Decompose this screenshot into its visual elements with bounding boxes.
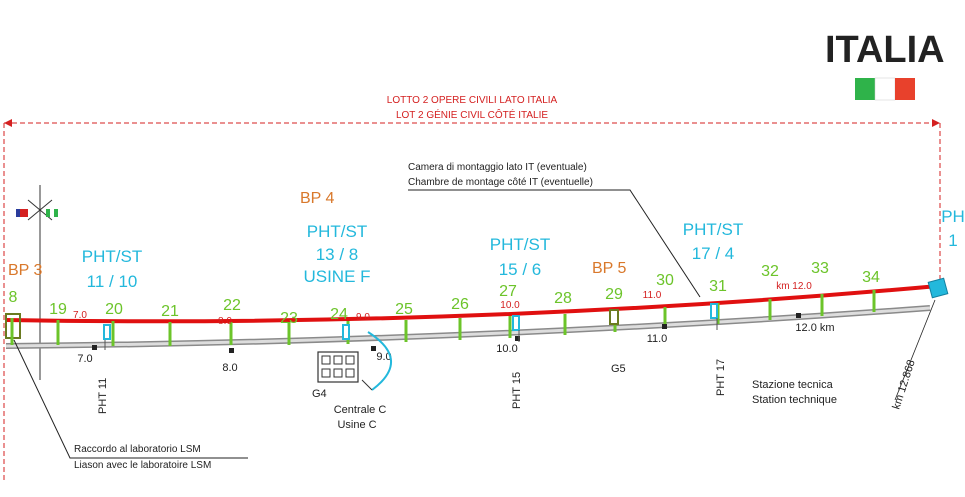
station-label: Station technique [752, 394, 837, 406]
italian-portal [927, 277, 949, 299]
pht-st-title: PHT/ST [82, 247, 142, 266]
portal-km-leader [894, 299, 936, 401]
french-flag-icon [16, 209, 28, 217]
portal-signal [16, 185, 58, 380]
raccordo-leader-line [13, 339, 248, 459]
segment-number: 29 [605, 286, 623, 303]
centrale-room [333, 368, 343, 378]
pht-st-numbers: 17 / 4 [692, 244, 735, 263]
shaft-label: PHT 11 [97, 378, 109, 414]
red-km-label: 8.0 [218, 316, 232, 327]
red-km-label: 10.0 [500, 300, 520, 311]
segment-number: 25 [395, 301, 413, 318]
pht-st-numbers: 1 [948, 231, 957, 250]
centrale-connector [361, 379, 373, 391]
raccordo-label-fr: Liason avec le laboratoire LSM [74, 460, 211, 471]
bp-label: BP 4 [300, 190, 335, 207]
segment-number: 31 [709, 278, 727, 295]
segment-number: 32 [761, 263, 779, 280]
segment-number: 30 [656, 272, 674, 289]
cross-passage [103, 324, 111, 340]
main-tunnel [5, 284, 939, 324]
pht-st-numbers: 11 / 10 [87, 272, 138, 291]
centrale-label: Centrale C [334, 404, 387, 416]
lot-arrow-left [4, 119, 12, 127]
centrale-room [321, 368, 331, 378]
pht-st-usine: USINE F [303, 267, 370, 286]
french-flag-blue [16, 209, 20, 217]
portal-km-label: km 12.868 [890, 358, 917, 411]
km-label: 12.0 km [795, 322, 834, 334]
segment-number: 34 [862, 269, 880, 286]
camera-leader-line [408, 189, 701, 298]
camera-label-fr: Chambre de montage côté IT (eventuelle) [408, 177, 593, 188]
km-marker [371, 346, 376, 351]
pht-st-title: PHT/ST [307, 222, 367, 241]
cross-passage [512, 315, 520, 331]
segment-number: 19 [49, 301, 67, 318]
segment-number: 26 [451, 296, 469, 313]
km-label: 9.0 [376, 351, 391, 363]
segment-number: 27 [499, 283, 517, 300]
km-label: 11.0 [647, 333, 668, 345]
lot-span-markers [3, 122, 941, 480]
segment-number: 24 [330, 306, 348, 323]
g4-label: G4 [312, 388, 327, 400]
segment-ticks [10, 290, 876, 346]
km-marker [515, 336, 520, 341]
italian-flag-white [50, 209, 54, 217]
centrale-room [345, 355, 355, 365]
pht-st-title: PHT/ST [683, 220, 743, 239]
segment-number: 33 [811, 260, 829, 277]
centrale-c-station [317, 331, 392, 391]
km-marker [229, 348, 234, 353]
raccordo-label-it: Raccordo al laboratorio LSM [74, 444, 201, 455]
flag-red-band [895, 78, 915, 100]
shaft-label: PHT 17 [715, 359, 727, 396]
km-label: 8.0 [222, 362, 237, 374]
km-label: 10.0 [496, 343, 517, 355]
cross-passage [710, 303, 718, 319]
segment-number: 22 [223, 297, 241, 314]
lot-title-it: LOTTO 2 OPERE CIVILI LATO ITALIA [387, 95, 558, 106]
km-marker [662, 324, 667, 329]
g5-cross-passage [609, 309, 619, 325]
cross-passage [342, 324, 350, 340]
segment-number: 20 [105, 301, 123, 318]
km-label: 7.0 [77, 353, 92, 365]
segment-number: 8 [9, 289, 18, 306]
usine-label: Usine C [337, 419, 376, 431]
country-title: ITALIA [825, 29, 945, 71]
segment-number: 23 [280, 310, 298, 327]
stazione-label: Stazione tecnica [752, 379, 834, 391]
pht-st-numbers: 13 / 8 [316, 245, 359, 264]
red-km-label: km 12.0 [776, 281, 812, 292]
shaft-label: PHT 15 [511, 372, 523, 409]
lot-title-fr: LOT 2 GÉNIE CIVIL CÔTÉ ITALIE [396, 108, 548, 121]
flag-white-band [874, 77, 896, 101]
centrale-room [345, 368, 355, 378]
pht-st-title: PHT/ST [490, 235, 550, 254]
segment-number: 21 [161, 303, 179, 320]
usine-access-curve [367, 331, 392, 391]
red-km-label: 11.0 [643, 290, 662, 301]
red-km-label: 7.0 [73, 310, 87, 321]
pht-st-title: PH [941, 207, 965, 226]
italian-flag [855, 77, 915, 101]
camera-label-it: Camera di montaggio lato IT (eventuale) [408, 162, 587, 173]
km-marker [796, 313, 801, 318]
bp-label: BP 3 [8, 262, 43, 279]
km-marker [92, 345, 97, 350]
red-km-label: 9.0 [356, 312, 370, 323]
segment-number: 28 [554, 290, 572, 307]
centrale-room [321, 355, 331, 365]
g5-label: G5 [611, 363, 626, 375]
bp-label: BP 5 [592, 260, 627, 277]
centrale-room [333, 355, 343, 365]
pht-st-numbers: 15 / 6 [499, 260, 542, 279]
flag-green-band [855, 78, 875, 100]
lot-arrow-right [932, 119, 940, 127]
